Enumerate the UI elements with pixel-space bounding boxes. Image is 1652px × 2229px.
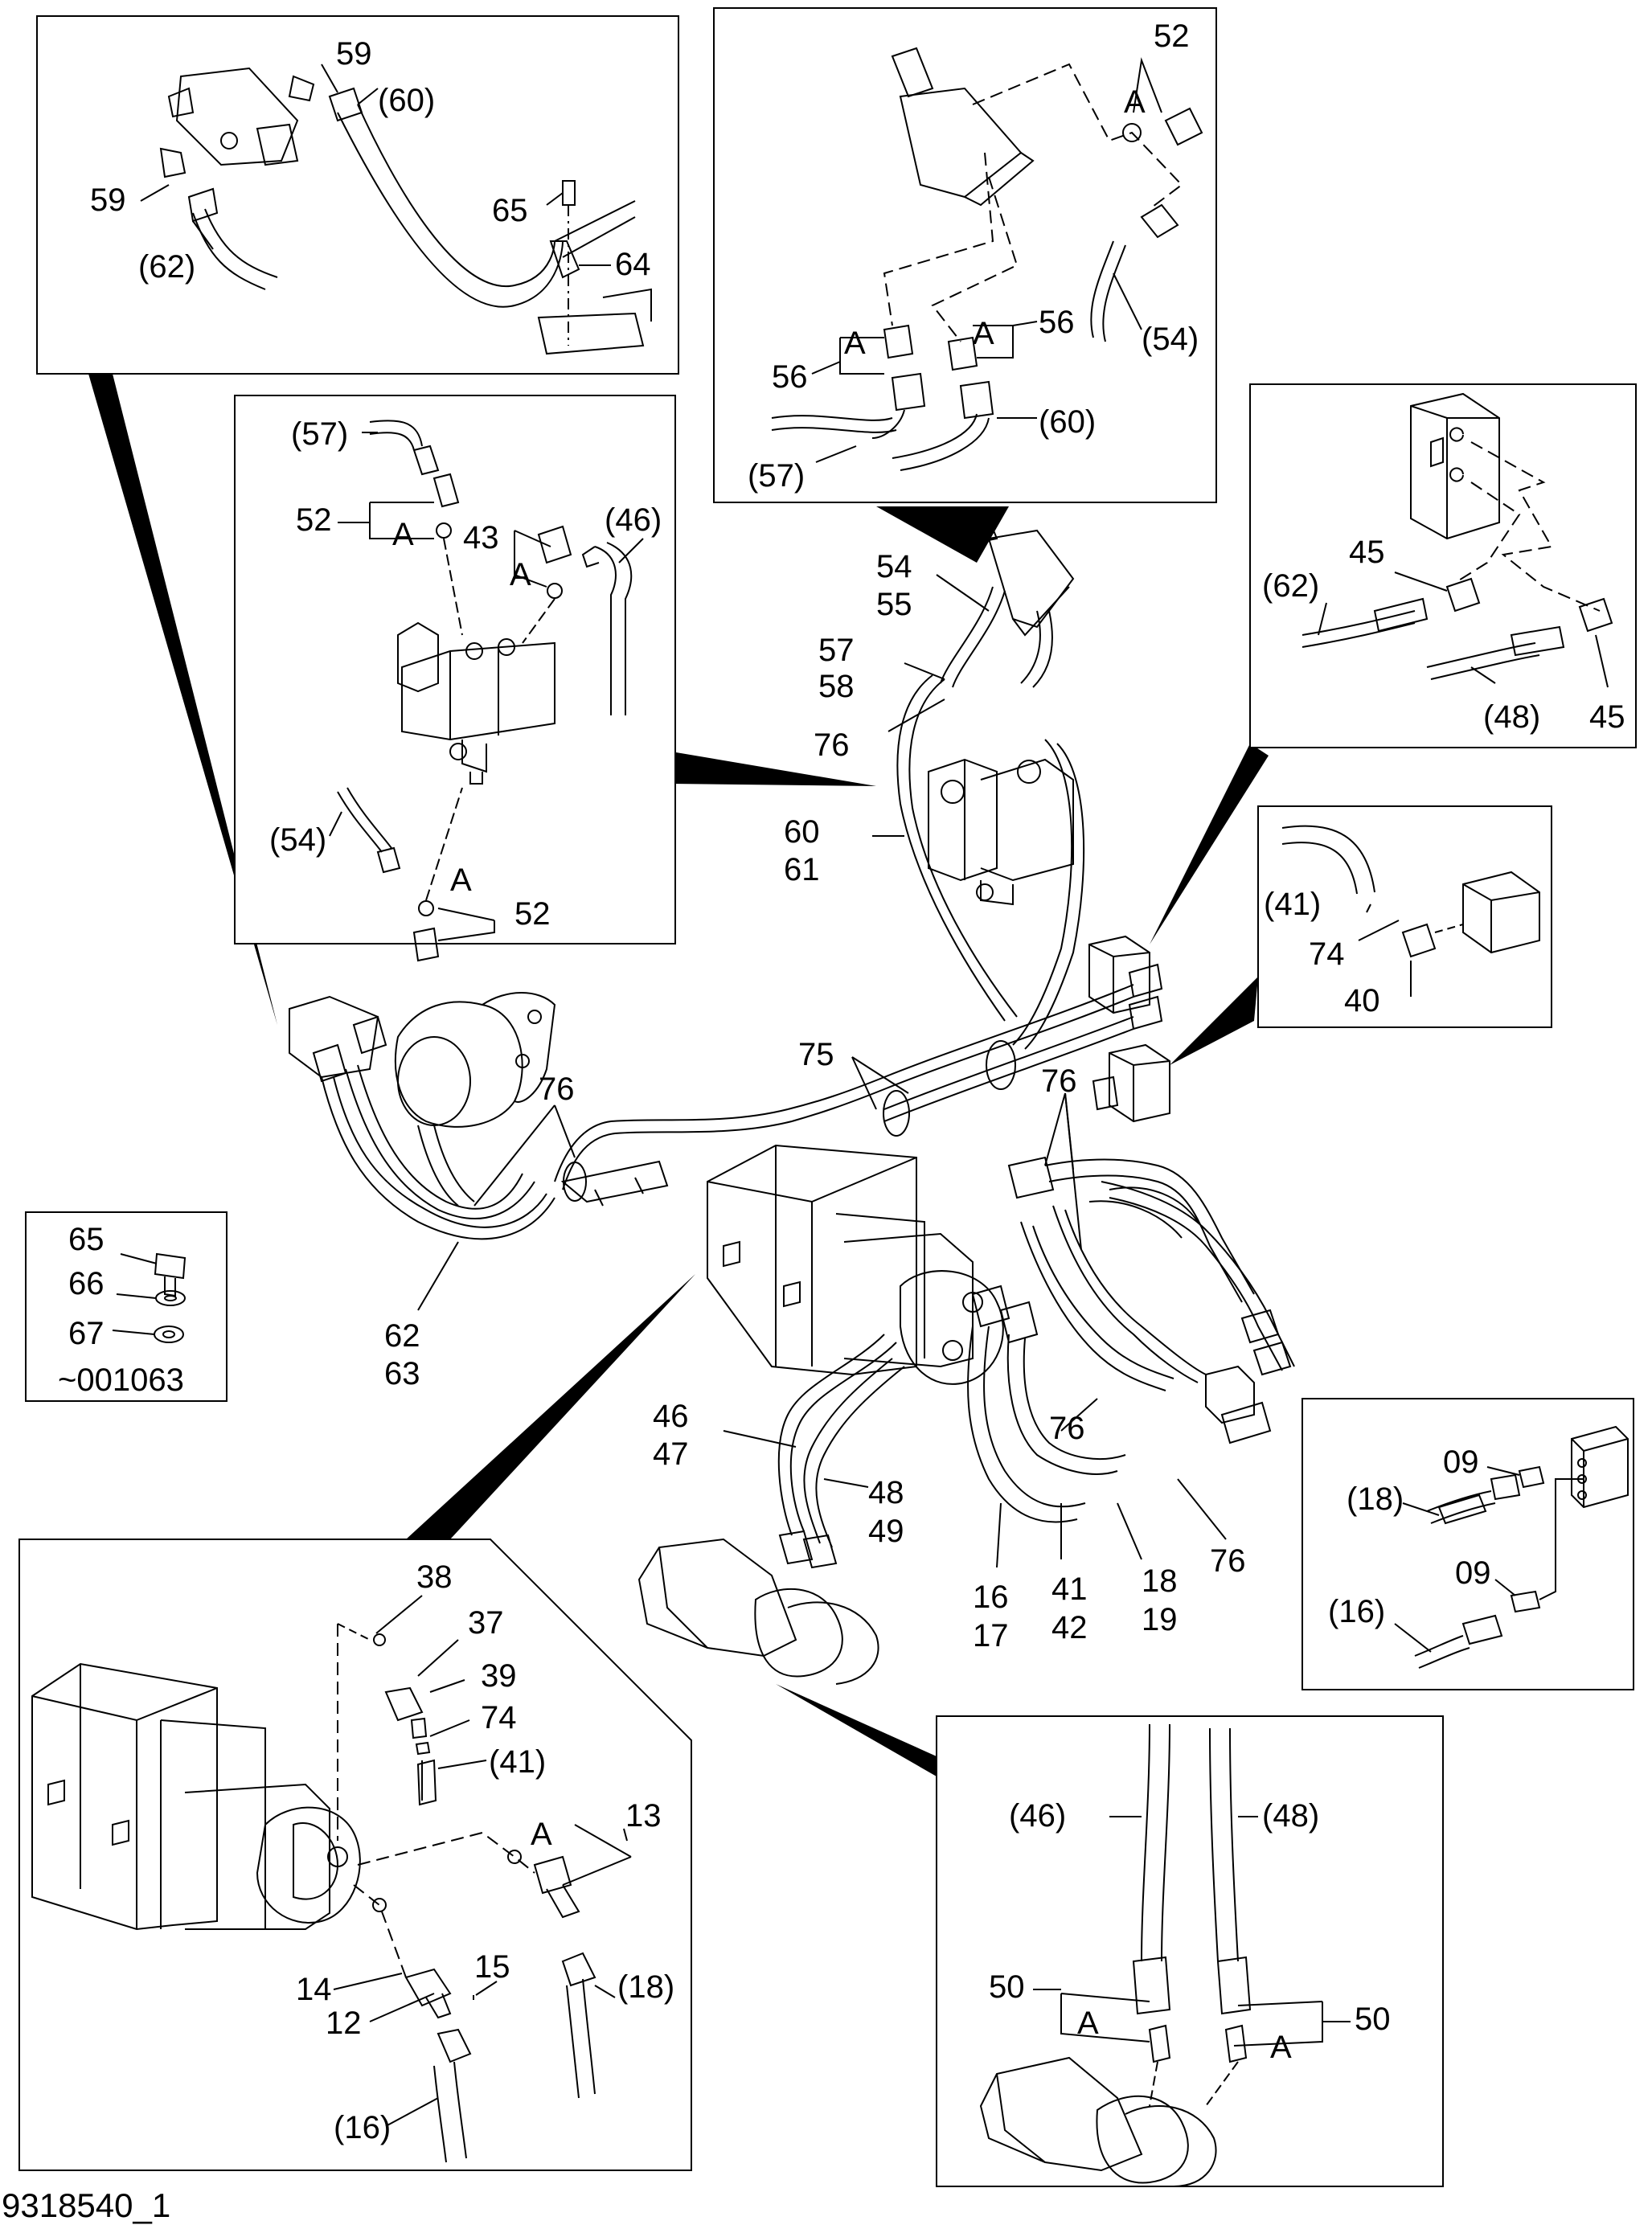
detail-top-center-label-8: (60) xyxy=(1039,404,1096,440)
detail-top-left-label-1: (60) xyxy=(378,83,435,118)
main-callout-label-16: 16 xyxy=(973,1580,1009,1615)
main-callout-label-4: 76 xyxy=(814,727,850,763)
detail-top-center-label-0: 52 xyxy=(1154,18,1190,54)
detail-top-left-label-2: 59 xyxy=(90,182,126,218)
detail-right-elbow-label-1: 74 xyxy=(1309,936,1345,972)
detail-bottom-left-label-9: 12 xyxy=(326,2006,362,2041)
main-callout-label-13: 47 xyxy=(653,1436,689,1472)
main-callout-label-8: 76 xyxy=(539,1071,575,1107)
detail-right-fittings-label-3: (16) xyxy=(1328,1594,1385,1629)
detail-bottom-left-label-2: 39 xyxy=(481,1658,517,1694)
detail-right-elbow-label-2: 40 xyxy=(1344,983,1380,1018)
main-callout-label-21: 19 xyxy=(1142,1602,1178,1637)
detail-bottom-right-label-3: A xyxy=(1077,2006,1099,2041)
detail-left-valve-label-3: 43 xyxy=(463,520,499,555)
detail-bolt-label-0: 65 xyxy=(68,1222,105,1257)
detail-right-fittings-label-2: 09 xyxy=(1455,1555,1491,1591)
detail-top-center-label-7: (57) xyxy=(748,458,805,494)
detail-bottom-left-label-5: 13 xyxy=(625,1798,662,1834)
main-callout-label-2: 57 xyxy=(818,633,855,668)
detail-bottom-right-label-1: (48) xyxy=(1262,1798,1319,1834)
main-callout-label-3: 58 xyxy=(818,669,855,704)
detail-top-center-label-3: 56 xyxy=(1039,305,1075,340)
main-callout-label-17: 17 xyxy=(973,1618,1009,1653)
detail-right-block-label-1: (62) xyxy=(1262,568,1319,604)
detail-top-left-label-3: 65 xyxy=(492,193,528,228)
main-callouts: 54 55 57 58 76 60 61 75 76 76 62 63 46 4… xyxy=(384,549,1246,1653)
detail-top-center-label-5: A xyxy=(973,316,994,351)
main-callout-label-19: 42 xyxy=(1051,1610,1088,1645)
main-callout-label-10: 62 xyxy=(384,1318,420,1354)
detail-top-left-label-5: 64 xyxy=(615,247,651,282)
main-callout-label-1: 55 xyxy=(876,587,912,622)
detail-box-bottom-left: 38 37 39 74 (41) 13 A 15 14 12 (18) (16) xyxy=(18,1539,692,2171)
detail-top-center-label-2: A xyxy=(844,326,866,361)
detail-bottom-left-label-6: A xyxy=(531,1817,552,1852)
main-callout-label-18: 41 xyxy=(1051,1571,1088,1607)
main-assembly xyxy=(289,517,1295,1685)
detail-bottom-left-label-8: 14 xyxy=(296,1972,332,2007)
main-callout-label-12: 46 xyxy=(653,1399,689,1434)
detail-top-left-label-4: (62) xyxy=(138,249,195,285)
detail-bottom-left-label-11: (16) xyxy=(334,2110,391,2145)
main-callout-label-23: 76 xyxy=(1210,1543,1246,1579)
detail-bottom-left-label-4: (41) xyxy=(489,1744,546,1780)
detail-left-valve-label-1: 52 xyxy=(296,502,332,538)
detail-top-center-label-4: 56 xyxy=(772,359,808,395)
detail-right-block-label-2: (48) xyxy=(1483,699,1540,735)
detail-right-fittings-label-1: (18) xyxy=(1347,1481,1404,1517)
detail-bottom-right-label-5: A xyxy=(1270,2030,1292,2065)
main-callout-label-20: 18 xyxy=(1142,1563,1178,1599)
main-callout-label-11: 63 xyxy=(384,1356,420,1391)
detail-bottom-right-label-4: 50 xyxy=(1355,2002,1391,2037)
detail-bottom-left-label-1: 37 xyxy=(468,1605,504,1641)
detail-bolt-label-1: 66 xyxy=(68,1266,105,1301)
detail-left-valve-label-4: A xyxy=(510,557,531,592)
detail-top-left-label-0: 59 xyxy=(336,36,372,72)
main-callout-label-22: 76 xyxy=(1049,1411,1085,1446)
detail-left-valve-label-6: (54) xyxy=(269,822,326,858)
detail-box-right-fittings: 09 (18) 09 (16) xyxy=(1302,1398,1634,1690)
detail-bottom-right-label-2: 50 xyxy=(989,1969,1025,2005)
detail-box-right-elbow: (41) 74 40 xyxy=(1257,805,1552,1028)
main-callout-label-0: 54 xyxy=(876,549,912,584)
leader-wedges xyxy=(88,374,1269,1776)
detail-box-right-block: 45 (62) (48) 45 xyxy=(1249,383,1637,748)
detail-right-block-label-0: 45 xyxy=(1349,535,1385,570)
main-callout-label-6: 61 xyxy=(784,852,820,887)
detail-bottom-left-label-0: 38 xyxy=(416,1559,453,1595)
detail-left-valve-label-5: (46) xyxy=(605,502,662,538)
detail-right-fittings-label-0: 09 xyxy=(1443,1444,1479,1480)
detail-left-valve-label-2: A xyxy=(392,517,414,552)
detail-bottom-left-label-10: (18) xyxy=(617,1969,674,2005)
detail-bottom-left-label-3: 74 xyxy=(481,1700,517,1735)
main-callout-label-5: 60 xyxy=(784,814,820,850)
main-callout-label-14: 48 xyxy=(868,1475,904,1510)
detail-top-center-label-6: (54) xyxy=(1142,322,1199,357)
detail-bolt-label-2: 67 xyxy=(68,1316,105,1351)
main-callout-label-9: 76 xyxy=(1041,1063,1077,1099)
main-callout-label-7: 75 xyxy=(798,1037,834,1072)
drawing-number: 9318540_1 xyxy=(2,2186,171,2224)
detail-left-valve-label-0: (57) xyxy=(291,416,348,452)
detail-left-valve-label-8: 52 xyxy=(514,896,551,932)
detail-bolt-label-3: ~001063 xyxy=(58,1362,184,1398)
detail-box-bottom-right: (46) (48) 50 A 50 A xyxy=(936,1715,1444,2187)
main-callout-label-15: 49 xyxy=(868,1514,904,1549)
detail-top-center-label-1: A xyxy=(1124,84,1146,120)
detail-bottom-left-label-7: 15 xyxy=(474,1949,510,1985)
detail-box-top-center: 52 A A 56 56 A (54) (57) (60) xyxy=(713,7,1217,503)
detail-right-elbow-label-0: (41) xyxy=(1264,887,1321,922)
detail-left-valve-label-7: A xyxy=(450,863,472,898)
detail-box-bolt: 65 66 67 ~001063 xyxy=(25,1211,228,1402)
detail-box-top-left: 59 (60) 59 65 (62) 64 xyxy=(36,15,679,375)
main-callout-leaders xyxy=(417,574,1227,1568)
detail-bottom-right-label-0: (46) xyxy=(1009,1798,1066,1834)
detail-box-left-valve: (57) 52 A 43 A (46) (54) A 52 xyxy=(234,395,676,962)
detail-right-block-label-3: 45 xyxy=(1589,699,1625,735)
